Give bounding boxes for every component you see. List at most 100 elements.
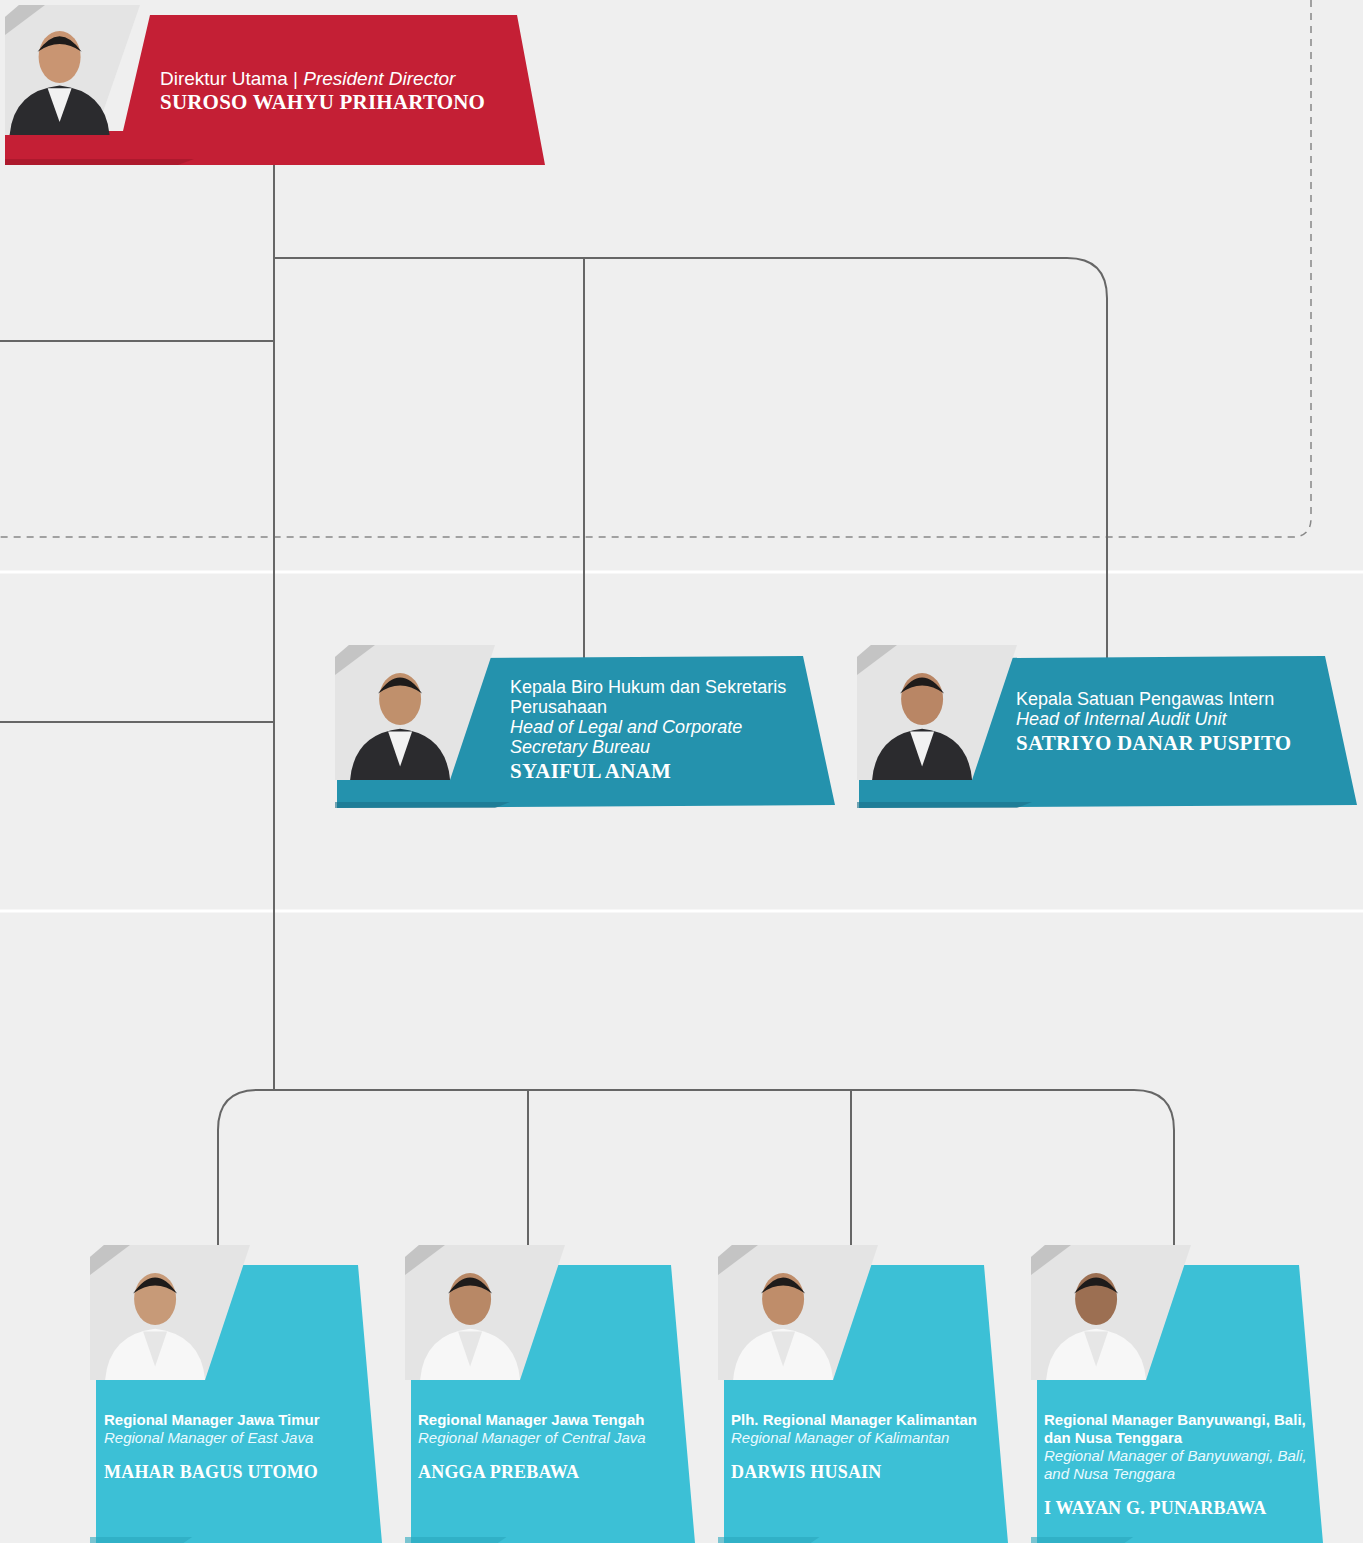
- portrait-photo: [5, 5, 145, 135]
- person-name: DARWIS HUSAIN: [731, 1461, 997, 1483]
- portrait-body: [420, 1329, 520, 1380]
- org-node: Regional Manager Jawa TengahRegional Man…: [405, 1245, 695, 1543]
- org-node: Regional Manager Jawa TimurRegional Mana…: [90, 1245, 382, 1543]
- dashed-boundary: [0, 0, 1311, 537]
- position-title: Kepala Biro Hukum dan Sekretaris Perusah…: [510, 677, 810, 717]
- portrait-photo: [857, 645, 1022, 780]
- portrait-photo: [718, 1245, 883, 1380]
- portrait-head: [134, 1273, 176, 1325]
- position-title: Regional Manager Jawa Tengah: [418, 1411, 684, 1429]
- portrait-head: [901, 673, 943, 725]
- shape-fill: [724, 1265, 1008, 1543]
- photo-fold: [1031, 1245, 1071, 1275]
- shape-fill: [96, 1265, 382, 1543]
- portrait-head: [379, 673, 421, 725]
- band-separator: [0, 910, 1363, 913]
- text-block: Regional Manager Jawa TimurRegional Mana…: [104, 1411, 372, 1483]
- portrait-head: [39, 31, 81, 83]
- photo-ground: [90, 1245, 250, 1380]
- portrait-body: [733, 1329, 833, 1380]
- portrait-photo: [335, 645, 500, 780]
- position-title: Regional Manager Jawa Timur: [104, 1411, 372, 1429]
- org-connector: [274, 165, 584, 659]
- org-node: Kepala Biro Hukum dan Sekretaris Perusah…: [335, 645, 835, 808]
- photo-ground: [335, 645, 495, 780]
- photo-fold: [5, 5, 45, 35]
- org-node: Regional Manager Banyuwangi, Bali, dan N…: [1031, 1245, 1323, 1543]
- org-connector: [274, 165, 851, 1265]
- shape-shadow: [718, 1537, 820, 1543]
- org-connector: [274, 165, 1107, 659]
- portrait-collar: [1084, 1331, 1108, 1366]
- photo-fold: [90, 1245, 130, 1275]
- shape-shadow: [1031, 1537, 1133, 1543]
- portrait-collar: [388, 731, 412, 766]
- person-name: SATRIYO DANAR PUSPITO: [1016, 730, 1341, 756]
- portrait-collar: [910, 731, 934, 766]
- portrait-hair: [38, 36, 82, 52]
- person-name: I WAYAN G. PUNARBAWA: [1044, 1497, 1316, 1519]
- position-title-en: Regional Manager of Banyuwangi, Bali, an…: [1044, 1447, 1316, 1483]
- position-title-en: President Director: [303, 68, 455, 89]
- text-block: Regional Manager Jawa TengahRegional Man…: [418, 1411, 684, 1483]
- person-name: SUROSO WAHYU PRIHARTONO: [160, 90, 535, 115]
- position-title-en: Regional Manager of East Java: [104, 1429, 372, 1447]
- person-name: MAHAR BAGUS UTOMO: [104, 1461, 372, 1483]
- text-block: Direktur Utama | President DirectorSUROS…: [160, 67, 535, 115]
- org-node: Plh. Regional Manager KalimantanRegional…: [718, 1245, 1008, 1543]
- position-title: Plh. Regional Manager Kalimantan: [731, 1411, 997, 1429]
- portrait-hair: [761, 1277, 805, 1293]
- photo-fold: [857, 645, 897, 675]
- position-title-en: Head of Internal Audit Unit: [1016, 709, 1341, 729]
- shape-shadow: [857, 802, 1032, 808]
- photo-fold: [405, 1245, 445, 1275]
- shape-shadow: [90, 1537, 192, 1543]
- text-block: Plh. Regional Manager KalimantanRegional…: [731, 1411, 997, 1483]
- portrait-hair: [900, 677, 944, 693]
- text-block: Kepala Biro Hukum dan Sekretaris Perusah…: [510, 677, 810, 784]
- portrait-collar: [143, 1331, 167, 1366]
- photo-fold: [335, 645, 375, 675]
- offpage-link-line: [0, 340, 274, 342]
- position-title-en: Head of Legal and Corporate Secretary Bu…: [510, 717, 810, 757]
- portrait-head: [762, 1273, 804, 1325]
- position-title-en: Regional Manager of Kalimantan: [731, 1429, 997, 1447]
- portrait-body: [10, 86, 110, 135]
- portrait-hair: [133, 1277, 177, 1293]
- person-name: ANGGA PREBAWA: [418, 1461, 684, 1483]
- shape-shadow: [335, 802, 510, 808]
- offpage-link-line: [0, 721, 274, 723]
- portrait-photo: [405, 1245, 570, 1380]
- portrait-collar: [48, 88, 72, 122]
- position-title: Regional Manager Banyuwangi, Bali, dan N…: [1044, 1411, 1316, 1447]
- title-line: Direktur Utama | President Director: [160, 67, 535, 90]
- band-separator: [0, 571, 1363, 574]
- photo-ground: [857, 645, 1017, 780]
- portrait-body: [1046, 1329, 1146, 1380]
- text-block: Regional Manager Banyuwangi, Bali, dan N…: [1044, 1411, 1316, 1519]
- person-name: SYAIFUL ANAM: [510, 758, 810, 784]
- shape-fill: [859, 656, 1357, 808]
- org-node: Direktur Utama | President DirectorSUROS…: [5, 5, 545, 165]
- portrait-collar: [458, 1331, 482, 1366]
- shape-fill: [337, 656, 835, 808]
- portrait-body: [105, 1329, 205, 1380]
- portrait-collar: [771, 1331, 795, 1366]
- portrait-photo: [1031, 1245, 1196, 1380]
- shape-fill: [1037, 1265, 1323, 1543]
- portrait-hair: [1074, 1277, 1118, 1293]
- photo-ground: [718, 1245, 878, 1380]
- shape-shadow: [405, 1537, 507, 1543]
- photo-ground: [5, 5, 140, 135]
- org-connector: [218, 165, 274, 1265]
- portrait-head: [1075, 1273, 1117, 1325]
- portrait-head: [449, 1273, 491, 1325]
- position-title: Direktur Utama |: [160, 68, 298, 89]
- portrait-photo: [90, 1245, 255, 1380]
- shape-shadow: [5, 159, 194, 165]
- position-title: Kepala Satuan Pengawas Intern: [1016, 689, 1341, 709]
- portrait-body: [350, 729, 450, 780]
- portrait-body: [872, 729, 972, 780]
- text-block: Kepala Satuan Pengawas InternHead of Int…: [1016, 689, 1341, 756]
